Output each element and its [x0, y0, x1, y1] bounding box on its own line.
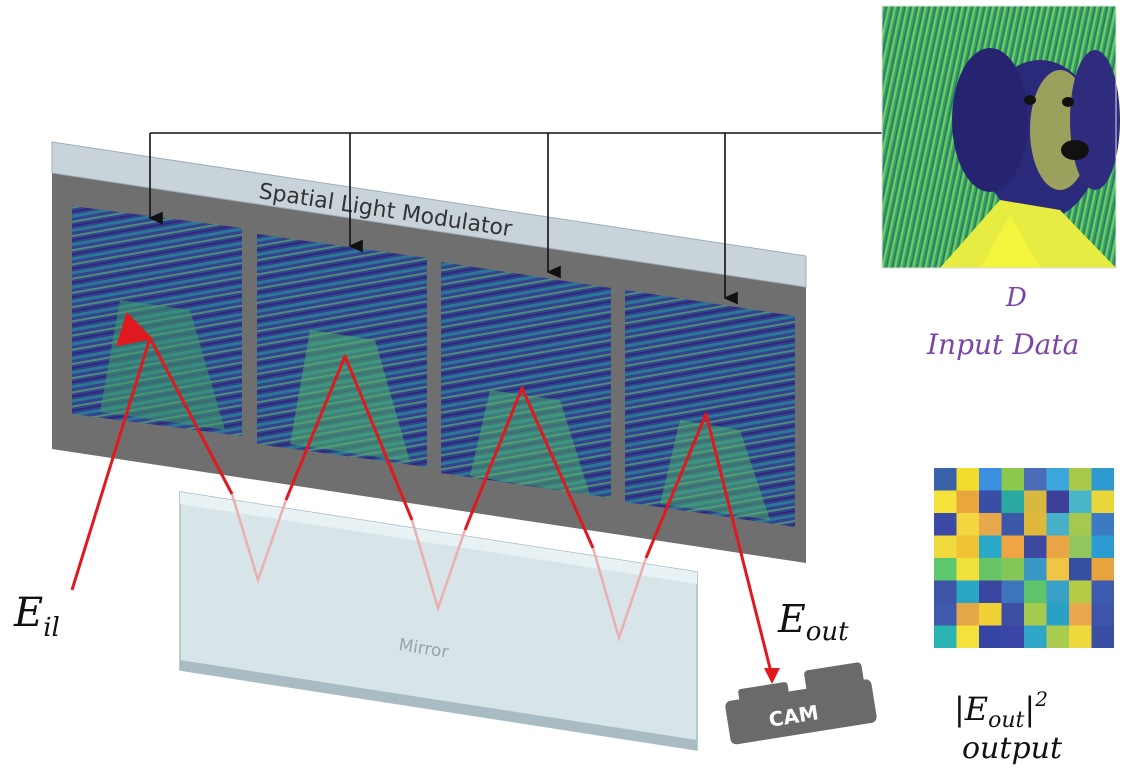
output-grid-cell	[934, 603, 957, 626]
output-grid-cell	[1001, 625, 1024, 648]
output-grid-cell	[1091, 513, 1114, 536]
spatial-light-modulator: Spatial Light Modulator	[51, 141, 807, 563]
output-grid-cell	[1069, 603, 1092, 626]
light-beam	[70, 311, 774, 677]
output-grid-cell	[934, 490, 957, 513]
svg-text:Eil: Eil	[13, 590, 60, 643]
input-field-sub: il	[43, 613, 60, 643]
input-field-base: E	[13, 590, 43, 636]
output-grid-cell	[1024, 468, 1047, 491]
svg-text:Eout: Eout	[777, 597, 849, 647]
camera: CAM	[725, 662, 877, 745]
output-grid-cell	[956, 535, 979, 558]
data-distribution-lines	[148, 132, 884, 305]
output-grid-cell	[1091, 468, 1114, 491]
output-grid-cell	[1091, 558, 1114, 581]
output-grid-cell	[1046, 603, 1069, 626]
output-grid-cell	[934, 558, 957, 581]
output-grid-cell	[1024, 535, 1047, 558]
output-grid-cell	[1046, 625, 1069, 648]
output-grid-cell	[979, 535, 1002, 558]
output-grid-cell	[956, 558, 979, 581]
output-grid-cell	[1001, 535, 1024, 558]
output-grid-cell	[1001, 468, 1024, 491]
output-grid-cell	[956, 468, 979, 491]
output-grid-cell	[1069, 625, 1092, 648]
slm-panel-1	[72, 206, 242, 436]
output-grid-cell	[934, 625, 957, 648]
output-grid-cell	[956, 513, 979, 536]
output-grid-cell	[1046, 535, 1069, 558]
output-grid-cell	[956, 603, 979, 626]
output-grid-cell	[979, 490, 1002, 513]
output-grid-cell	[1069, 490, 1092, 513]
output-intensity-bar-open: |	[954, 690, 965, 728]
input-data-caption: Input Data	[926, 328, 1079, 361]
output-grid-cell	[1091, 490, 1114, 513]
output-grid-cell	[1091, 580, 1114, 603]
output-grid-cell	[956, 625, 979, 648]
output-grid-cell	[1046, 580, 1069, 603]
output-intensity-label: |Eout|2	[954, 687, 1048, 733]
output-grid-cell	[1069, 535, 1092, 558]
output-grid-cell	[1001, 558, 1024, 581]
output-grid-cell	[1069, 558, 1092, 581]
output-grid-cell	[956, 580, 979, 603]
output-intensity-sub: out	[988, 708, 1024, 733]
slm-panel-3	[441, 262, 611, 498]
slm-panel-2	[257, 234, 427, 467]
output-grid-cell	[934, 468, 957, 491]
output-grid-cell	[1024, 490, 1047, 513]
output-grid-cell	[979, 558, 1002, 581]
output-grid-cell	[1069, 468, 1092, 491]
output-grid-cell	[1046, 468, 1069, 491]
output-grid-cell	[934, 580, 957, 603]
output-field-base: E	[777, 597, 806, 641]
output-grid-cell	[1024, 558, 1047, 581]
output-grid-cell	[1001, 490, 1024, 513]
output-grid-cell	[1024, 513, 1047, 536]
output-grid-cell	[1001, 603, 1024, 626]
input-field-label: Eil	[13, 590, 60, 643]
output-grid-cell	[979, 580, 1002, 603]
output-grid-cell	[979, 603, 1002, 626]
output-grid-cell	[1024, 625, 1047, 648]
input-data-symbol: D	[1005, 283, 1027, 313]
output-grid-cell	[1001, 580, 1024, 603]
output-grid-cell	[979, 468, 1002, 491]
output-intensity-base: E	[964, 690, 988, 728]
output-grid-cell	[1069, 513, 1092, 536]
output-grid-cell	[1001, 513, 1024, 536]
output-grid-cell	[1091, 603, 1114, 626]
output-grid-cell	[1024, 580, 1047, 603]
output-intensity-bar-close: |	[1024, 690, 1035, 728]
output-field-sub: out	[806, 617, 849, 647]
output-intensity-exp: 2	[1034, 687, 1048, 711]
output-grid-cell	[1046, 558, 1069, 581]
output-grid-cell	[934, 513, 957, 536]
output-grid-cell	[1046, 490, 1069, 513]
output-grid-cell	[1069, 580, 1092, 603]
input-data-image	[881, 5, 1120, 269]
output-field-label: Eout	[777, 597, 849, 647]
output-grid-cell	[1091, 535, 1114, 558]
output-intensity-grid	[934, 468, 1114, 648]
svg-text:|Eout|2: |Eout|2	[954, 687, 1048, 733]
beam-reflections-faded	[230, 493, 648, 643]
output-grid-cell	[979, 513, 1002, 536]
output-grid-cell	[934, 535, 957, 558]
output-grid-cell	[1024, 603, 1047, 626]
output-intensity-caption: output	[962, 731, 1063, 766]
slm-panel-4	[625, 290, 795, 527]
beam-arrowhead-out	[764, 668, 780, 684]
output-grid-cell	[1046, 513, 1069, 536]
output-grid-cell	[956, 490, 979, 513]
mirror: Mirror	[179, 491, 698, 751]
output-grid-cell	[1091, 625, 1114, 648]
output-grid-cell	[979, 625, 1002, 648]
